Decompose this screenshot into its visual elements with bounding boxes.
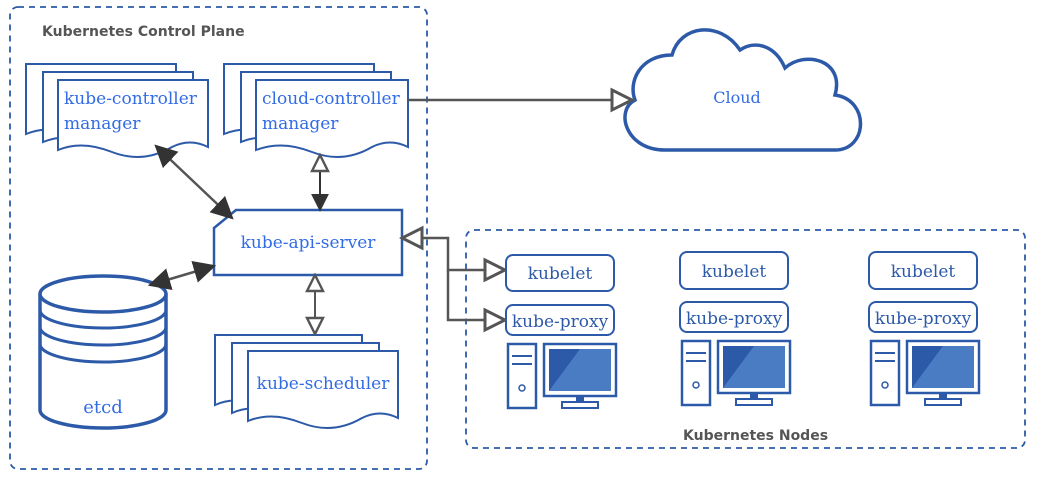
control-plane-region bbox=[9, 6, 428, 470]
proxy-label-2: kube-proxy bbox=[686, 309, 783, 329]
ccm-label-line2: manager bbox=[262, 114, 339, 134]
kube-controller-manager: kube-controller manager bbox=[25, 63, 209, 158]
node-2: kubelet kube-proxy bbox=[679, 251, 792, 407]
ccm-label-line1: cloud-controller bbox=[262, 89, 401, 109]
arrow-etcd-api bbox=[147, 260, 217, 291]
cloud-controller-manager: cloud-controller manager bbox=[223, 63, 409, 158]
cloud-label: Cloud bbox=[713, 88, 761, 107]
kcm-label-line2: manager bbox=[64, 114, 141, 134]
proxy-label-1: kube-proxy bbox=[512, 312, 609, 332]
etcd-database-icon: etcd bbox=[38, 274, 168, 430]
kubelet-box-2 bbox=[679, 251, 789, 290]
computer-icon bbox=[680, 339, 792, 407]
proxy-label-3: kube-proxy bbox=[875, 309, 972, 329]
scheduler-label: kube-scheduler bbox=[257, 374, 391, 394]
proxy-box-2 bbox=[679, 301, 789, 333]
cloud-icon bbox=[623, 28, 863, 152]
kcm-label-line1: kube-controller bbox=[64, 89, 198, 109]
computer-icon bbox=[506, 342, 618, 410]
proxy-box-3 bbox=[868, 301, 978, 333]
proxy-box-1 bbox=[505, 304, 615, 336]
kube-scheduler: kube-scheduler bbox=[214, 334, 399, 429]
arrow-api-proxy bbox=[446, 270, 505, 320]
kube-api-server: kube-api-server bbox=[212, 208, 404, 277]
etcd-label: etcd bbox=[83, 397, 123, 418]
computer-icon bbox=[869, 339, 981, 407]
kubelet-box-1 bbox=[505, 254, 615, 292]
arrow-kcm-api bbox=[154, 144, 234, 220]
kubelet-label-2: kubelet bbox=[702, 262, 767, 282]
kubelet-box-3 bbox=[868, 251, 978, 290]
node-3: kubelet kube-proxy bbox=[868, 251, 981, 407]
kubelet-label-3: kubelet bbox=[891, 262, 956, 282]
arrow-api-nodes bbox=[402, 238, 505, 270]
control-plane-title: Kubernetes Control Plane bbox=[42, 24, 245, 40]
kubelet-label-1: kubelet bbox=[528, 264, 593, 284]
node-1: kubelet kube-proxy bbox=[505, 254, 618, 410]
api-server-label: kube-api-server bbox=[241, 233, 377, 253]
nodes-title: Kubernetes Nodes bbox=[683, 428, 829, 444]
